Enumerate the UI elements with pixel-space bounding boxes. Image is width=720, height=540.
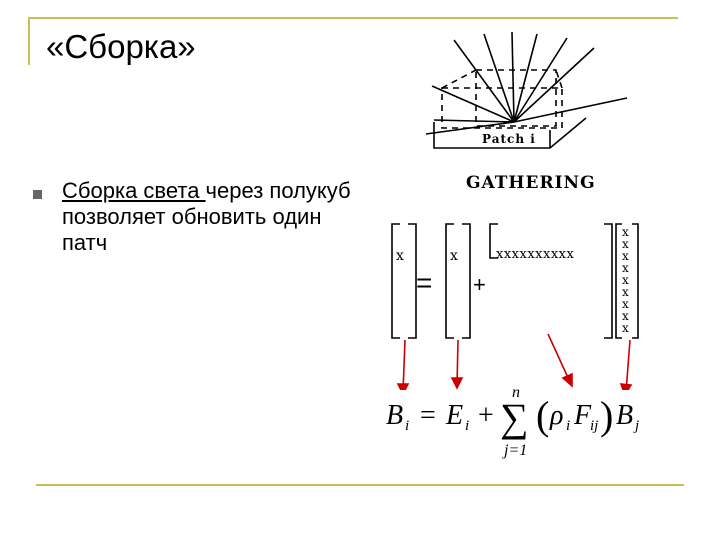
column-entries: x x x x x x x x x [622, 225, 629, 335]
column-entry: x [622, 285, 629, 299]
lhs-entry: x [396, 248, 404, 264]
formula-F: F [574, 400, 592, 431]
formula-B: B [386, 400, 404, 431]
formula-sub-i: i [405, 418, 410, 434]
red-arrows [396, 333, 633, 390]
column-entry: x [622, 321, 629, 335]
slide-title: «Сборка» [46, 28, 196, 65]
row-entries: xxxxxxxxxx [496, 247, 574, 262]
equals-sign: = [416, 267, 432, 298]
plus-sign: + [473, 272, 486, 297]
formula-B-j: B [616, 400, 634, 431]
formula-E: E [446, 400, 464, 431]
bullet-text: Сборка света через полукуб позволяет обн… [62, 178, 362, 256]
frame-bottom-line [36, 484, 684, 486]
frame-top-line [28, 17, 678, 19]
formula-sub-i: i [566, 418, 571, 434]
radiosity-formula: B i = E i + n ∑ j=1 ( ρ i F ij ) B j [386, 384, 666, 468]
frame-left-line [28, 17, 30, 65]
rhs-entry: x [450, 248, 458, 264]
formula-right-paren: ) [600, 393, 614, 438]
patch-plane [433, 117, 587, 149]
formula-plus: + [478, 400, 494, 431]
column-entry: x [622, 297, 629, 311]
formula-equals: = [420, 400, 436, 431]
hemicube-dashed [441, 69, 563, 129]
bullet-rest-text: через полукуб позволяет обновить один па… [62, 178, 351, 255]
column-entry: x [622, 225, 629, 239]
formula-sum: ∑ [500, 395, 529, 440]
ray-lines [425, 31, 628, 135]
column-entry: x [622, 261, 629, 275]
formula-lower-bound: j=1 [504, 442, 528, 459]
formula-sub-ij: ij [590, 418, 599, 434]
patch-label: Patch i [482, 132, 536, 146]
bullet-square-icon [33, 190, 42, 199]
formula-rho: ρ [550, 400, 564, 431]
formula-upper-n: n [512, 384, 520, 401]
column-entry: x [622, 237, 629, 251]
formula-sub-i: i [465, 418, 470, 434]
column-entry: x [622, 249, 629, 263]
formula-sub-j: j [635, 418, 640, 434]
formula-left-paren: ( [536, 393, 550, 438]
column-entry: x [622, 309, 629, 323]
column-entry: x [622, 273, 629, 287]
gathering-figure: x = x + xxxxxxxxxx x x x x x x x x x [391, 31, 639, 390]
bullet-underlined-text: Сборка света [62, 178, 206, 203]
matrix-brackets [391, 223, 639, 339]
gathering-caption: GATHERING [466, 173, 596, 193]
